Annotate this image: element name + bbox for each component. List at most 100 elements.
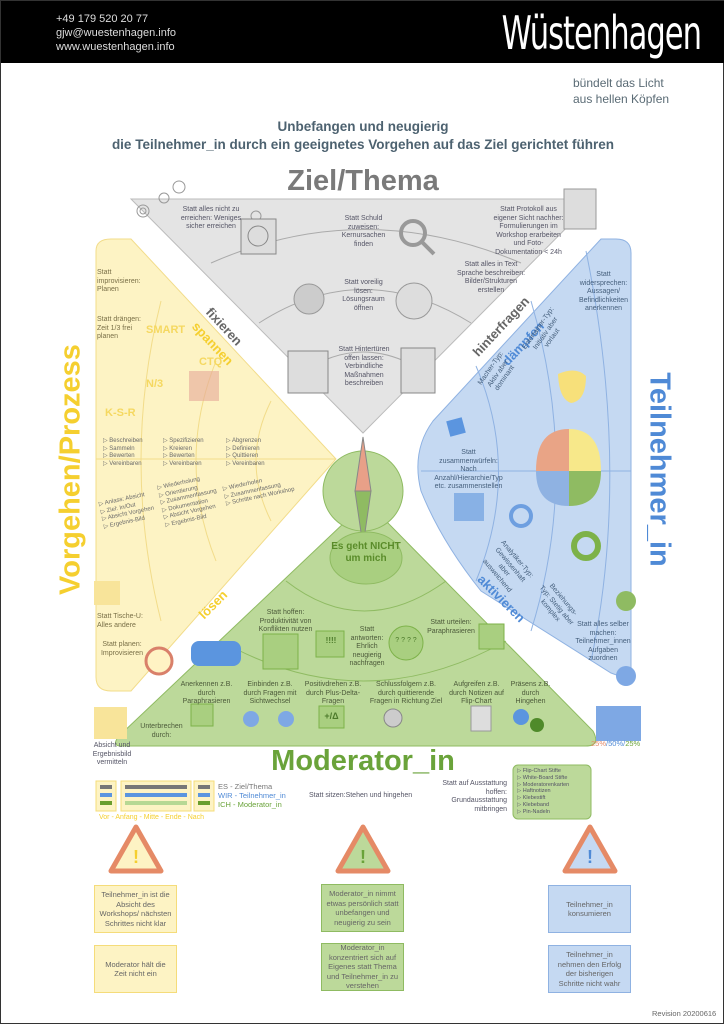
distribution-icon: [596, 706, 641, 741]
magnifier-icon: [399, 219, 427, 247]
mask-icon: [191, 641, 241, 666]
warning-box-yellow-2: Moderator hält die Zeit nicht ein: [94, 945, 177, 993]
ziel-text-f: Statt Hintertüren offen lassen: Verbindl…: [338, 346, 390, 387]
email-link[interactable]: gjw@wuestenhagen.info: [56, 27, 177, 39]
toolkit-case: [512, 764, 592, 820]
plus-delta-text: +/Δ: [324, 711, 339, 721]
header-bar: [1, 1, 724, 63]
svg-text:!: !: [360, 847, 366, 867]
distribution-label: 25%/50%/25%: [591, 739, 640, 748]
magnifier-blue-icon: [509, 504, 533, 528]
title-line-2: die Teilnehmer_in durch ein geeignetes V…: [111, 137, 615, 152]
list-item: ICH - Moderator_in: [218, 800, 282, 809]
ziel-segment: [129, 198, 597, 434]
checklist-icon: [400, 347, 436, 394]
table-ring-icon: [144, 646, 174, 676]
list-item: ES - Ziel/Thema: [218, 782, 273, 791]
row-item-anerkennen: Anerkennen z.B. durch Paraphrasieren: [180, 681, 233, 705]
hand-icon: [616, 591, 636, 611]
teilnehmer-text-b: Statt zusammenwürfeln: Nach Anzahl/Hiera…: [434, 449, 503, 490]
heading-moderator: Moderator_in: [271, 745, 455, 777]
target-frame-icon: [240, 218, 277, 255]
ring-icon: [571, 531, 601, 561]
heading-ziel: Ziel/Thema: [287, 165, 439, 197]
list-item: ▷ Kreieren: [163, 445, 192, 452]
list-item: ▷ Vereinbaren: [226, 460, 265, 467]
warning-box-yellow-1: Teilnehmer_in ist die Absicht des Worksh…: [94, 885, 177, 933]
plus-delta-icon: [318, 705, 345, 729]
ziel-text-e: Statt voreilig lösen: Lösungsraum öffnen: [342, 279, 385, 312]
list-item: ▷ Klebeband: [517, 801, 550, 808]
moderator-text-c: Statt urteilen: Paraphrasieren: [427, 619, 475, 635]
gear-icon: [513, 709, 529, 725]
lightbulb-icon: [293, 283, 325, 315]
n3-label: N/3: [146, 378, 164, 390]
stand-text: Statt sitzen:Stehen und hingehen: [309, 792, 413, 799]
matrix-icon: [189, 371, 219, 401]
speech-bubble-icon: [478, 623, 505, 650]
teilnehmer-text-c: Statt alles selber machen: Teilnehmer_in…: [575, 621, 631, 662]
warning-icon-blue: !: [562, 824, 618, 874]
lightbulb-icon-2: [395, 282, 433, 320]
list-smart: ▷ Spezifizieren▷ Kreieren▷ Bewerten▷ Ver…: [163, 438, 204, 468]
center-message: Es geht NICHT um mich: [331, 541, 401, 564]
list-item: ▷ Bewerten: [163, 453, 195, 459]
teilnehmer-text-a: Statt widersprechen: Aussagen/ Befindlic…: [578, 271, 629, 312]
warning-box-blue-2: Teilnehmer_in nehmen den Erfolg der bish…: [548, 945, 631, 993]
conflict-chart-icon: [262, 633, 299, 670]
heading-teilnehmer: Teilnehmer_in: [643, 372, 676, 567]
ctq-label: CTQ: [199, 356, 223, 368]
list-item: ▷ Pin-Nadeln: [517, 808, 550, 815]
warning-box-blue-1: Teilnehmer_in konsumieren: [548, 885, 631, 933]
list-item: /50%/: [606, 739, 626, 748]
image-icon: [94, 707, 127, 739]
list-item: ▷ Klebestift: [517, 795, 546, 802]
tagline: bündelt das Licht aus hellen Köpfen: [573, 75, 669, 107]
question-brain-icon: [388, 625, 424, 661]
hand-blue-icon: [616, 666, 636, 686]
list-item: ▷ Quittieren: [226, 453, 259, 459]
phone: +49 179 520 20 77: [56, 13, 149, 25]
list-item: aus hellen Köpfen: [573, 92, 670, 106]
paraphrase-icon: [190, 703, 214, 727]
list-item: 25%: [591, 739, 607, 748]
checker-icon: [454, 493, 484, 521]
list-item: ▷ Definieren: [226, 445, 260, 452]
table-u-icon: [94, 581, 120, 605]
legend-graphic: [95, 780, 215, 812]
list-item: bündelt das Licht: [573, 76, 664, 90]
legend: ES - Ziel/Thema WIR - Teilnehmer_in ICH …: [218, 782, 286, 809]
web-link[interactable]: www.wuestenhagen.info: [56, 41, 175, 53]
moderator-text-a: Statt hoffen: Produktivität von Konflikt…: [258, 609, 313, 633]
list-item: ▷ Flip-Chart Stifte: [517, 768, 561, 774]
list-item: ▷ Beschreiben: [103, 438, 143, 444]
ziel-text-a: Statt alles nicht zu erreichen: Weniges …: [180, 206, 242, 230]
smart-label: SMART: [146, 324, 186, 336]
logo: Wüstenhagen: [501, 7, 702, 61]
cloud-icon: [329, 531, 403, 585]
row-item-schlussfolgern: Schlussfolgern z.B. durch quittierende F…: [369, 681, 443, 705]
list-item: ▷ Vereinbaren: [163, 460, 202, 467]
ziel-text-c: Statt Protokoll aus eigener Sicht nachhe…: [493, 206, 564, 256]
compass-icon: [322, 436, 404, 547]
vorgehen-text-c: Statt Tische-U: Alles andere: [97, 613, 143, 629]
svg-text:!: !: [587, 847, 593, 867]
row-item-einbinden: Einbinden z.B. durch Fragen mit Sichtwec…: [243, 681, 297, 705]
warning-icon-yellow: !: [108, 824, 164, 874]
list-ksr: ▷ Beschreiben▷ Sammeln▷ Bewerten▷ Verein…: [103, 438, 143, 468]
legend-phases: Vor - Anfang - Mitte - Ende - Nach: [99, 814, 205, 821]
list-ctq: ▷ Abgrenzen▷ Definieren▷ Quittieren▷ Ver…: [226, 438, 265, 468]
warning-box-green-1: Moderator_in nimmt etwas persönlich stat…: [321, 884, 404, 932]
vorgehen-text-e: Absicht und Ergebnisbild vermitteln: [92, 742, 132, 766]
row-item-positivdrehen: Positivdrehen z.B. durch Plus-Delta-Frag…: [304, 681, 362, 705]
vorgehen-segment: [95, 238, 337, 692]
toolkit-list: ▷ Flip-Chart Stifte▷ White-Board Stifte▷…: [517, 768, 569, 816]
heading-vorgehen: Vorgehen/Prozess: [54, 344, 87, 595]
title-line-1: Unbefangen und neugierig: [277, 119, 449, 134]
ksr-label: K-S-R: [105, 407, 136, 419]
list-item: ▷ Spezifizieren: [163, 438, 204, 444]
equip-text: Statt auf Ausstattung hoffen: Grundausst…: [442, 780, 507, 813]
list-item: ▷ Vereinbaren: [103, 460, 142, 467]
microphone-icon: [563, 188, 597, 230]
moderator-text-b: Statt antworten: Ehrlich neugierig nachf…: [349, 626, 385, 667]
